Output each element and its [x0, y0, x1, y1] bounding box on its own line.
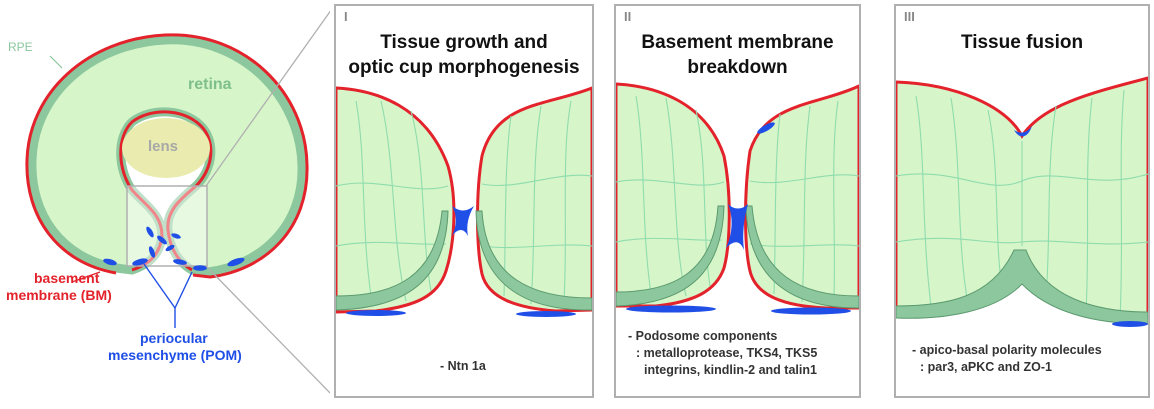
- panel-2-note-2: : metalloprotease, TKS4, TKS5: [628, 345, 817, 362]
- panel-tissue-growth: I Tissue growth and optic cup morphogene…: [334, 4, 594, 398]
- panel-1-title-line1: Tissue growth and: [336, 30, 592, 55]
- optic-cup-overview: RPE retina lens basement membrane (BM) p…: [0, 0, 330, 404]
- panel-3-note-1: - apico-basal polarity molecules: [912, 342, 1102, 359]
- panel-2-title: Basement membrane breakdown: [616, 30, 859, 80]
- panel-2-title-line2: breakdown: [616, 55, 859, 80]
- panel-3-note-2: : par3, aPKC and ZO-1: [912, 359, 1102, 376]
- pom-pointer-lines: [144, 264, 192, 328]
- panel-3-title: Tissue fusion: [896, 30, 1148, 55]
- panel-2-note-3: integrins, kindlin-2 and talin1: [628, 362, 817, 379]
- panel-bm-breakdown: II Basement membrane breakdown - Podosom…: [614, 4, 861, 398]
- pom-label-line2: mesenchyme (POM): [108, 347, 242, 363]
- bm-label-line2: membrane (BM): [6, 287, 112, 303]
- panel-1-title: Tissue growth and optic cup morphogenesi…: [336, 30, 592, 80]
- panel-tissue-fusion: III Tissue fusion - apico-basal polarity…: [894, 4, 1150, 398]
- rpe-label: RPE: [8, 40, 33, 54]
- panel-1-notes: - Ntn 1a: [440, 358, 486, 375]
- panel-1-numeral: I: [344, 9, 348, 24]
- panel-1-title-line2: optic cup morphogenesis: [336, 55, 592, 80]
- bm-label-line1: basement: [34, 270, 99, 286]
- panel-3-numeral: III: [904, 9, 915, 24]
- retina-label: retina: [188, 76, 232, 94]
- zoom-box: [127, 186, 207, 266]
- panel-2-numeral: II: [624, 9, 631, 24]
- panel-1-note: - Ntn 1a: [440, 358, 486, 375]
- pom-label-line1: periocular: [140, 330, 208, 346]
- panel-3-title-line1: Tissue fusion: [896, 30, 1148, 55]
- panel-3-illustration: [896, 6, 1148, 396]
- panel-3-notes: - apico-basal polarity molecules : par3,…: [912, 342, 1102, 376]
- panel-2-note-1: - Podosome components: [628, 328, 817, 345]
- panel-2-notes: - Podosome components : metalloprotease,…: [628, 328, 817, 379]
- panel-2-title-line1: Basement membrane: [616, 30, 859, 55]
- lens-label: lens: [148, 138, 178, 155]
